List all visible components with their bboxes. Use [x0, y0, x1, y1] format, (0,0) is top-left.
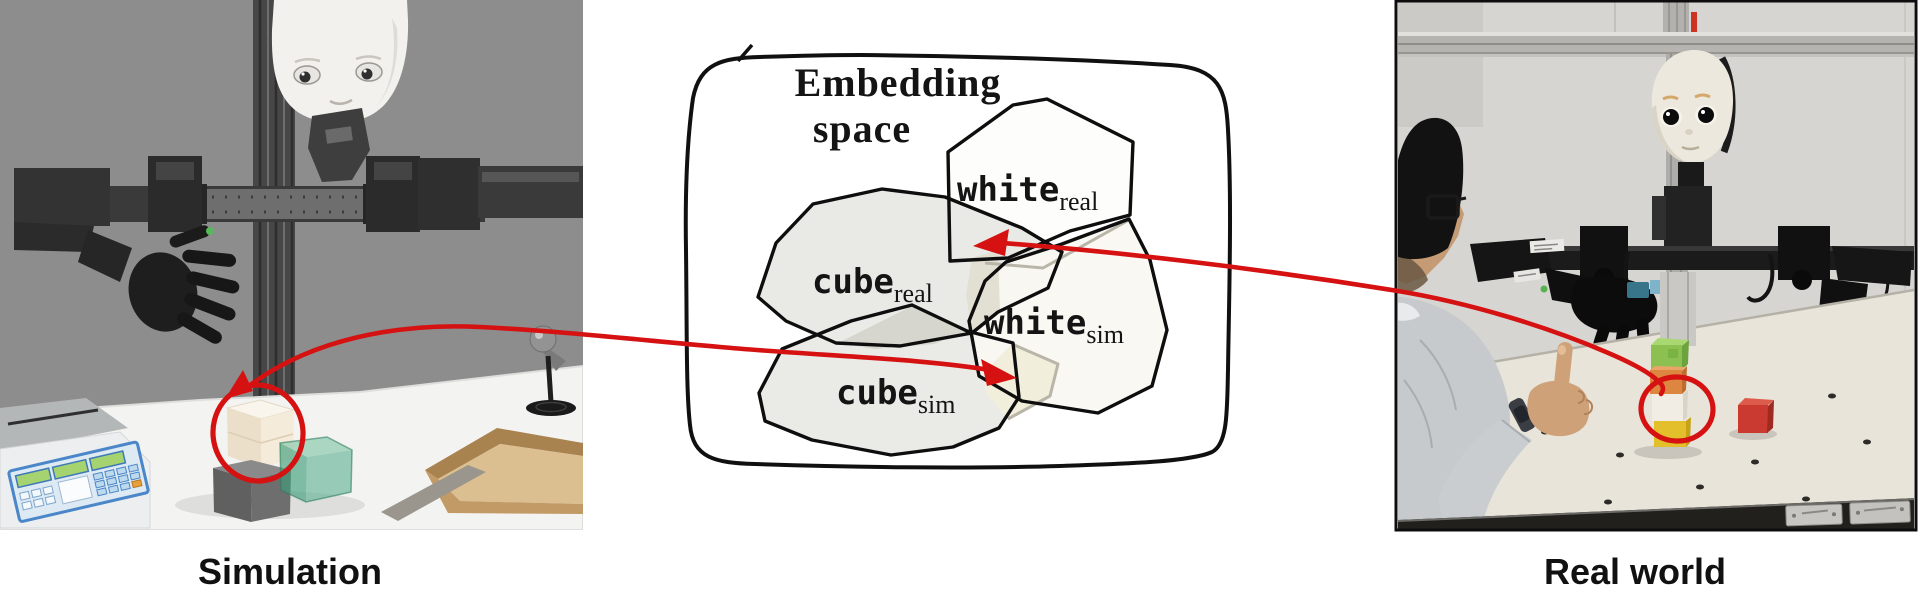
label-cube-real: cubereal	[812, 262, 933, 308]
thumb	[1553, 342, 1573, 392]
real-table-edge	[1398, 498, 1914, 530]
arrow-sim-head	[981, 359, 1017, 386]
label-white-real: whitereal	[957, 170, 1098, 216]
red-tag	[1691, 12, 1697, 34]
orange-cube	[1650, 366, 1687, 394]
watch	[1508, 397, 1536, 433]
real-highlight-circle	[1638, 374, 1716, 444]
real-robot-eye-left	[1663, 109, 1679, 125]
label-cube-sim: cubesim	[836, 373, 955, 419]
sim-gray-cube	[213, 460, 291, 522]
real-robot-eye-right	[1698, 107, 1714, 123]
annotations	[210, 229, 1716, 484]
green-cube	[1651, 338, 1689, 370]
arrow-real-to-embedding	[999, 240, 1666, 397]
thumbs-up-hand	[1527, 380, 1590, 437]
sim-robot-left-hand	[128, 225, 240, 344]
arrow-real-head	[973, 229, 1009, 256]
sim-wooden-tray	[381, 428, 583, 521]
arrow-sim-to-embedding	[242, 324, 999, 392]
sim-robot-arms	[14, 156, 583, 344]
embedding-title-line2: space	[813, 106, 911, 151]
sim-scale-keypad	[7, 440, 150, 523]
glasses	[1426, 194, 1460, 220]
white-cube-real	[1652, 390, 1688, 421]
person-sleeve	[1438, 420, 1532, 530]
embedding-diagram: Embedding space cubereal whitereal white…	[683, 43, 1233, 470]
region-cube-sim	[759, 305, 1019, 455]
real-photo-border	[1394, 0, 1918, 532]
embedding-title-line1: Embedding	[795, 60, 1002, 105]
sim-green-marker	[206, 227, 214, 235]
beanie	[1398, 118, 1464, 260]
red-cube	[1738, 398, 1774, 433]
real-robot-head	[1651, 49, 1736, 164]
green-led	[1540, 285, 1548, 293]
caption-real-world: Real world	[1544, 551, 1726, 592]
sim-scale-device	[0, 398, 151, 529]
person	[1398, 118, 1594, 530]
sim-circle-arrow-tip	[225, 370, 253, 399]
real-world-photo	[1398, 2, 1914, 530]
sim-robot-head	[271, 0, 409, 182]
simulation-photo	[0, 0, 583, 530]
label-white-sim: whitesim	[984, 303, 1124, 349]
caption-simulation: Simulation	[198, 551, 382, 592]
